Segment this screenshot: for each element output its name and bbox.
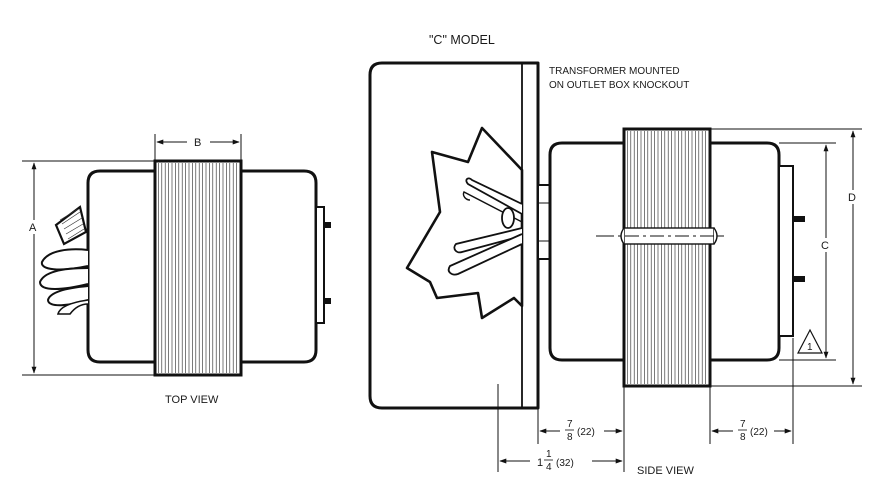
svg-text:(32): (32) [556,458,574,469]
side-view-terminal-plate [778,165,794,337]
dim-depth: 1 1 4 (32) [499,449,623,473]
svg-text:4: 4 [546,462,552,473]
svg-text:8: 8 [740,432,746,443]
side-view-core [622,127,712,388]
mounted-note-line1: TRANSFORMER MOUNTED [549,66,680,77]
side-view-core-laminations [627,131,710,384]
top-view-terminal-bottom [324,298,331,304]
dim-left-gap: 7 8 (22) [539,419,623,443]
svg-text:(22): (22) [577,427,595,438]
side-view-terminal-bottom [793,276,805,282]
top-view-core-laminations [158,163,237,373]
dim-right-gap: 7 8 (22) [711,419,792,443]
side-view-terminal-top [793,216,805,222]
dim-d-label: D [848,192,856,204]
top-view-caption: TOP VIEW [165,394,219,406]
svg-text:1: 1 [537,457,543,469]
side-view-caption: SIDE VIEW [637,465,694,477]
svg-text:1: 1 [546,449,552,460]
dim-a-label: A [29,222,37,234]
svg-text:1: 1 [807,342,813,353]
top-view-terminal-top [324,222,331,228]
side-view: "C" MODEL TRANSFORMER MOUNTED ON OUTLET … [368,33,862,477]
svg-text:7: 7 [740,419,746,430]
cutaway-lead-wires [447,177,523,276]
mounted-note-line2: ON OUTLET BOX KNOCKOUT [549,80,689,91]
note-triangle-icon: 1 [797,328,823,354]
dim-b-label: B [194,137,201,149]
svg-text:(22): (22) [750,427,768,438]
outlet-box-cutaway [405,126,524,320]
c-model-title: "C" MODEL [429,33,495,47]
top-view-terminal-plate [315,206,325,324]
top-view-lead-wires [38,248,89,315]
top-view: A B TOP VIEW [22,134,331,406]
svg-text:8: 8 [567,432,573,443]
through-bolt [596,227,724,245]
top-view-core [153,159,243,377]
top-view-conduit-fitting [54,205,88,246]
svg-text:7: 7 [567,419,573,430]
dim-c-label: C [821,240,829,252]
